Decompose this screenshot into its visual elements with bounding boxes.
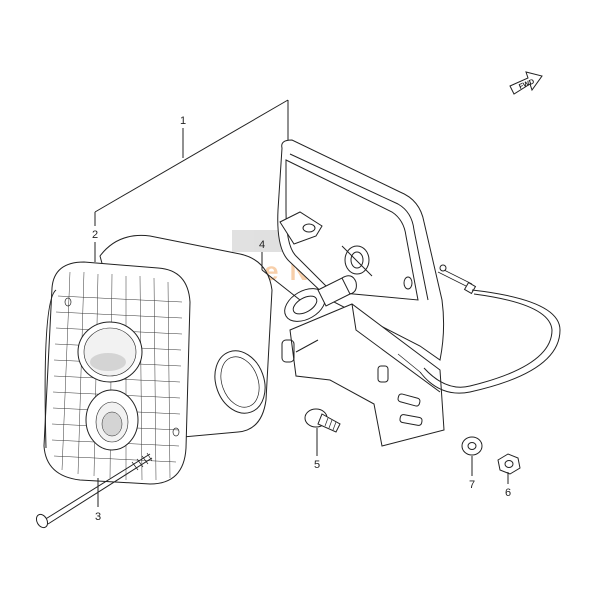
fwd-arrow-icon: FWD: [509, 71, 543, 95]
callout-6: 6: [505, 487, 511, 499]
lamp-housing: [277, 139, 445, 361]
bulb: [284, 275, 357, 322]
assembly-bracket: [94, 99, 289, 262]
callout-3: 3: [95, 511, 101, 523]
lamp-lens: [43, 234, 273, 485]
callout-1: 1: [180, 115, 186, 127]
callout-4: 4: [259, 239, 265, 251]
washer: [461, 436, 483, 456]
callout-7: 7: [469, 479, 475, 491]
wire-harness: [397, 264, 561, 394]
leader-lines: [97, 252, 509, 507]
callout-5: 5: [314, 459, 320, 471]
nut: [497, 453, 521, 475]
mounting-plate: [281, 303, 445, 447]
bolt: [304, 408, 341, 433]
long-screw: [35, 452, 153, 529]
callout-2: 2: [92, 229, 98, 241]
callouts: 1 2 3 4 5 6 7: [92, 115, 511, 523]
